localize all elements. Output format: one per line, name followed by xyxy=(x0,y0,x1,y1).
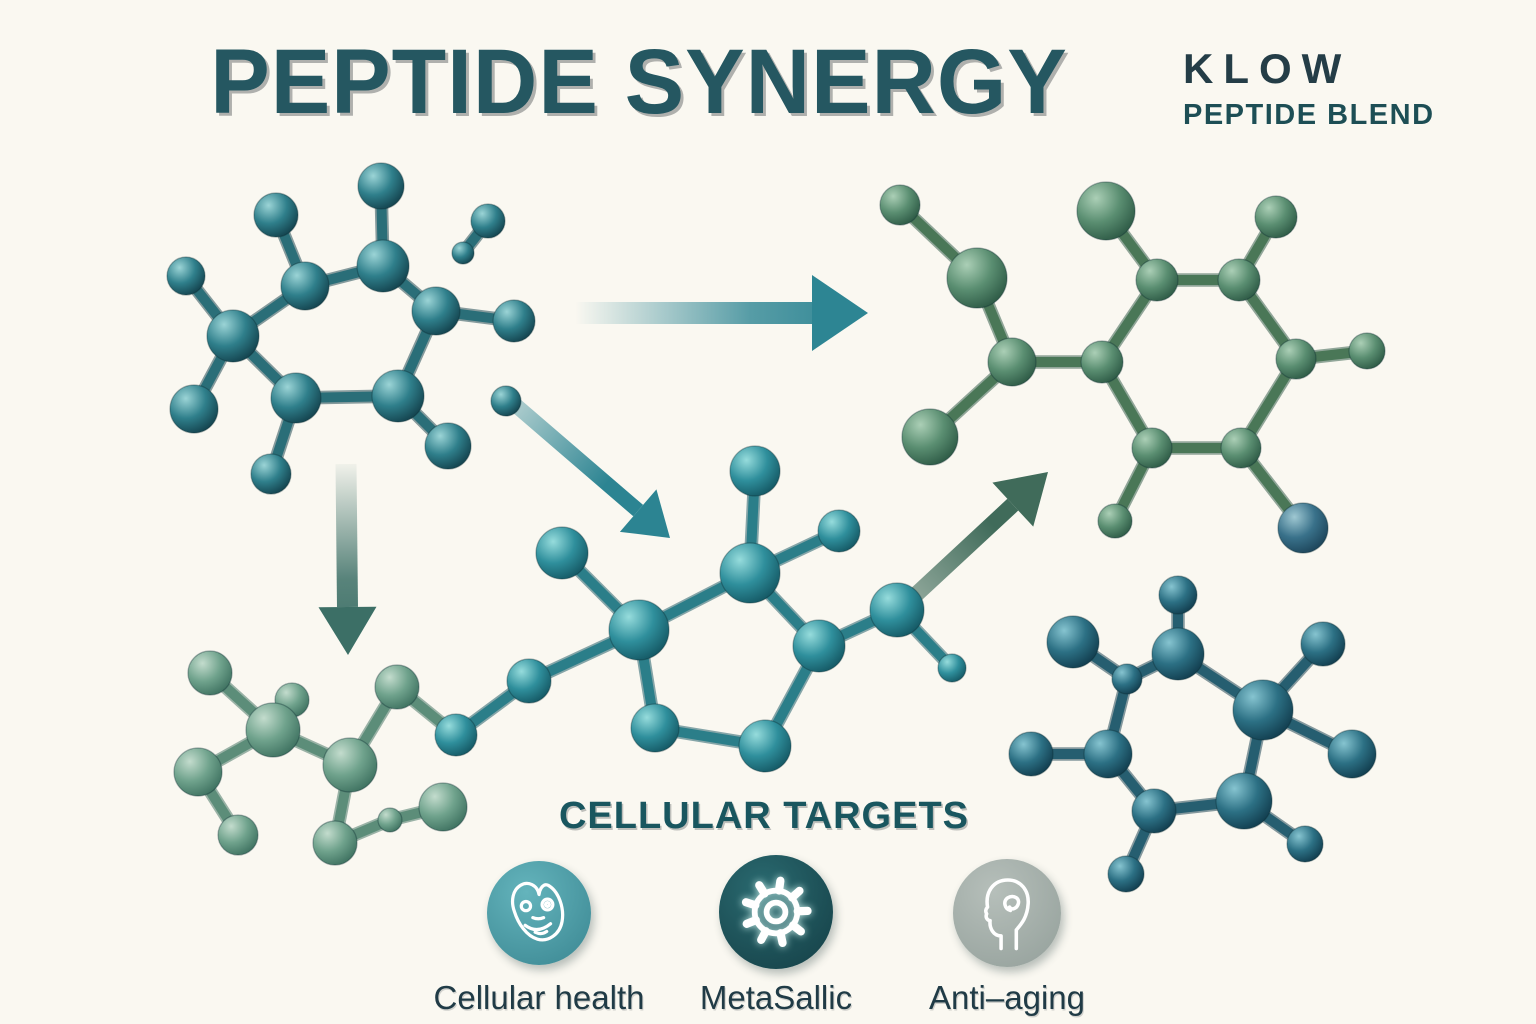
atom xyxy=(1158,575,1198,615)
molecule-top-left-teal xyxy=(166,162,536,495)
atom xyxy=(166,256,206,296)
target-label: Cellular health xyxy=(433,979,645,1016)
arrow-right xyxy=(575,275,868,351)
atom xyxy=(1046,615,1100,669)
atom xyxy=(1232,679,1294,741)
target-cellular-health: Cellular health xyxy=(419,855,659,1024)
atom xyxy=(1215,772,1273,830)
atom xyxy=(270,372,322,424)
brand-block: KLOW PEPTIDE BLEND xyxy=(1183,48,1435,130)
atom xyxy=(424,422,472,470)
molecule-top-right-green xyxy=(879,181,1386,554)
cell-icon xyxy=(510,881,565,942)
gear-icon-circle xyxy=(719,855,833,969)
molecule-bottom-right-blue xyxy=(1008,575,1377,893)
atom xyxy=(630,703,680,753)
atom xyxy=(253,192,299,238)
atom xyxy=(206,309,260,363)
atom xyxy=(250,453,292,495)
atom xyxy=(1286,825,1324,863)
atom xyxy=(245,702,301,758)
atom xyxy=(1107,855,1145,893)
atom xyxy=(418,782,468,832)
atom xyxy=(357,162,405,210)
atom xyxy=(492,299,536,343)
atom xyxy=(1131,788,1177,834)
arrow-down xyxy=(318,463,377,655)
atom xyxy=(608,599,670,661)
atom xyxy=(792,619,846,673)
atom xyxy=(1076,181,1136,241)
atom xyxy=(169,384,219,434)
atom xyxy=(1080,340,1124,384)
atom xyxy=(879,184,921,226)
atom xyxy=(1348,332,1386,370)
target-label: MetaSallic xyxy=(699,979,853,1016)
brand-name: KLOW xyxy=(1183,45,1352,92)
atom xyxy=(719,542,781,604)
atom xyxy=(1111,663,1143,695)
atom xyxy=(377,807,403,833)
atom xyxy=(1097,503,1133,539)
target-anti-aging: Anti–aging xyxy=(887,855,1127,1024)
atom xyxy=(217,814,259,856)
atom xyxy=(729,445,781,497)
atom xyxy=(1008,731,1054,777)
head-icon-circle xyxy=(953,859,1061,967)
section-heading: CELLULAR TARGETS xyxy=(558,795,970,837)
cell-icon-circle xyxy=(487,861,591,965)
atom xyxy=(451,241,475,265)
atom xyxy=(280,261,330,311)
atom xyxy=(535,526,589,580)
atom xyxy=(470,203,506,239)
atom xyxy=(1254,195,1298,239)
atom xyxy=(738,719,792,773)
atom xyxy=(371,369,425,423)
target-metabolic: MetaSallic xyxy=(656,855,896,1024)
atom xyxy=(1131,427,1173,469)
atom xyxy=(312,820,358,866)
atom xyxy=(411,286,461,336)
gear-icon xyxy=(741,876,812,947)
atom xyxy=(374,664,420,710)
atom xyxy=(1275,338,1317,380)
atom xyxy=(187,650,233,696)
atom xyxy=(1300,621,1346,667)
atom xyxy=(946,247,1008,309)
atom xyxy=(869,582,925,638)
atom xyxy=(356,239,410,293)
atom xyxy=(1327,729,1377,779)
atom xyxy=(322,737,378,793)
molecule-bottom-left-sage xyxy=(173,650,468,866)
atom xyxy=(817,509,861,553)
atom xyxy=(1083,729,1133,779)
molecule-middle-teal xyxy=(434,445,967,773)
target-label: Anti–aging xyxy=(929,979,1085,1016)
atom xyxy=(901,408,959,466)
atom xyxy=(490,385,522,417)
page-title: PEPTIDE SYNERGY xyxy=(210,31,1068,133)
atom xyxy=(1277,502,1329,554)
atom xyxy=(1151,627,1205,681)
atom xyxy=(506,658,552,704)
brand-subtitle: PEPTIDE BLEND xyxy=(1183,99,1435,131)
atom xyxy=(434,713,478,757)
atom xyxy=(1135,258,1179,302)
arrow-down-right xyxy=(507,396,670,538)
atom xyxy=(173,747,223,797)
atom xyxy=(1217,258,1261,302)
atom xyxy=(1220,427,1262,469)
atom xyxy=(937,653,967,683)
atom xyxy=(987,337,1037,387)
arrow-up-right xyxy=(902,472,1048,608)
head-profile-icon xyxy=(983,878,1030,951)
